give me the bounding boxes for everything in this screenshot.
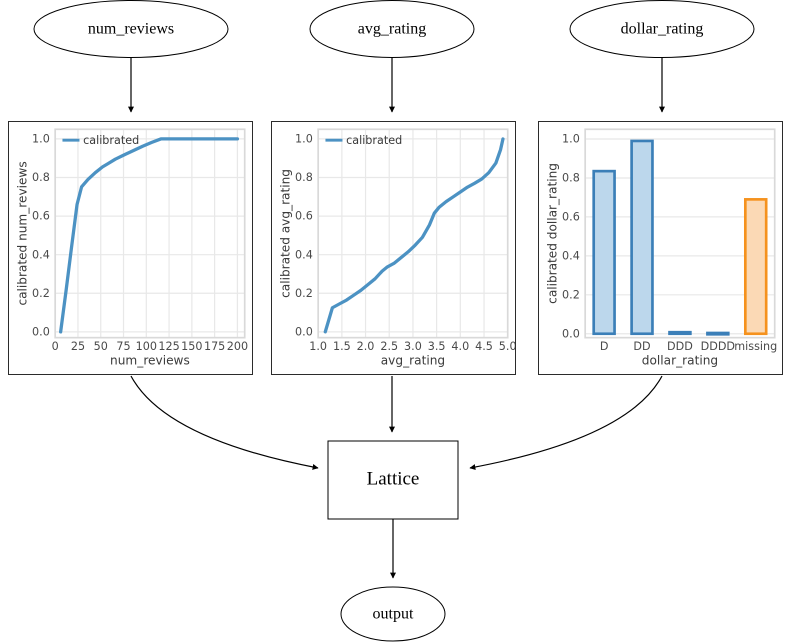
x-tick-label: 50	[94, 340, 108, 353]
y-tick-label: 0.6	[295, 210, 313, 223]
y-tick-label: 0.4	[562, 250, 580, 263]
series-path-calibrated	[58, 137, 240, 334]
avg-rating-axes: 0.0 0.2 0.4 0.6 0.8 1.0 1.0 1.5 2.0 2.5 3.0 3.5 4.0…	[278, 128, 515, 367]
avg-rating-y-ticks: 0.0 0.2 0.4 0.6 0.8 1.0	[295, 133, 313, 339]
lattice-label: Lattice	[367, 468, 420, 489]
bar-DDDD	[706, 331, 730, 336]
dollar-rating-y-ticks: 0.0 0.2 0.4 0.6 0.8 1.0	[562, 133, 580, 341]
bar-D	[592, 169, 616, 336]
y-tick-label: 0.0	[295, 326, 313, 339]
avg-rating-legend: calibrated	[325, 134, 402, 147]
y-tick-label: 0.2	[295, 287, 313, 300]
avg-rating-plot-area	[317, 128, 509, 339]
x-tick-label: 1.5	[333, 340, 351, 353]
avg-rating-series	[323, 137, 505, 334]
bar-DDD	[668, 330, 692, 336]
y-tick-label: 0.6	[562, 211, 580, 224]
avg-rating-ellipse[interactable]	[309, 0, 475, 58]
dollar-rating-y-axis-title: calibrated dollar_rating	[545, 163, 559, 304]
bar-DD	[630, 139, 654, 336]
num-reviews-plot-area	[54, 128, 246, 339]
y-tick-label: 1.0	[295, 133, 313, 146]
legend-label-calibrated: calibrated	[83, 134, 139, 147]
y-tick-label: 0.4	[295, 248, 313, 261]
num-reviews-series	[58, 137, 240, 334]
y-tick-label: 0.2	[32, 287, 50, 300]
node-num-reviews[interactable]: num_reviews	[33, 0, 229, 58]
x-tick-label: 4.5	[475, 340, 493, 353]
num-reviews-ellipse[interactable]	[33, 0, 229, 58]
y-tick-label: 0.8	[295, 171, 313, 184]
avg-rating-x-axis-title: avg_rating	[381, 353, 445, 367]
y-tick-label: 1.0	[562, 133, 580, 146]
x-tick-label: DDD	[667, 340, 693, 353]
x-tick-label: 25	[71, 340, 85, 353]
output-label: output	[373, 606, 414, 623]
num-reviews-x-axis-title: num_reviews	[110, 353, 190, 367]
x-tick-label: 3.5	[428, 340, 446, 353]
lattice-rect[interactable]	[327, 440, 459, 520]
dollar-rating-label: dollar_rating	[621, 21, 704, 38]
y-tick-label: 0.8	[562, 172, 580, 185]
x-tick-label: 175	[204, 340, 225, 353]
x-tick-label: 4.0	[451, 340, 469, 353]
node-dollar-rating[interactable]: dollar_rating	[569, 0, 755, 58]
avg-rating-y-axis-title: calibrated avg_rating	[278, 169, 292, 298]
edge-calibrator-num-reviews-to-lattice	[130, 375, 319, 470]
series-path-calibrated	[323, 137, 505, 334]
x-tick-label: 100	[136, 340, 157, 353]
num-reviews-legend: calibrated	[62, 134, 139, 147]
x-tick-label: DDDD	[701, 340, 735, 353]
dollar-rating-ellipse[interactable]	[569, 0, 755, 58]
y-tick-label: 1.0	[32, 133, 50, 146]
x-tick-label: 2.5	[380, 340, 398, 353]
x-tick-label: 0	[52, 340, 59, 353]
y-tick-label: 0.0	[32, 326, 50, 339]
dollar-rating-x-axis-title: dollar_rating	[642, 353, 718, 367]
y-tick-label: 0.2	[562, 288, 580, 301]
num-reviews-y-ticks: 0.0 0.2 0.4 0.6 0.8 1.0	[32, 133, 50, 339]
x-tick-label: missing	[734, 340, 777, 353]
y-tick-label: 0.4	[32, 248, 50, 261]
y-tick-label: 0.6	[32, 210, 50, 223]
node-output[interactable]: output	[340, 586, 446, 642]
dollar-rating-bars	[592, 139, 768, 336]
output-ellipse[interactable]	[340, 586, 446, 642]
x-tick-label: 3.0	[404, 340, 422, 353]
num-reviews-label: num_reviews	[88, 21, 174, 38]
node-avg-rating[interactable]: avg_rating	[309, 0, 475, 58]
y-tick-label: 0.0	[562, 327, 580, 340]
x-tick-label: D	[600, 340, 609, 353]
x-tick-label: 150	[181, 340, 202, 353]
x-tick-label: 75	[116, 340, 130, 353]
x-tick-label: 1.0	[309, 340, 327, 353]
x-tick-label: 125	[158, 340, 179, 353]
edge-calibrator-dollar-rating-to-lattice	[469, 375, 663, 470]
x-tick-label: 200	[227, 340, 248, 353]
num-reviews-y-axis-title: calibrated num_reviews	[15, 161, 29, 305]
node-lattice[interactable]: Lattice	[327, 440, 459, 520]
legend-label-calibrated: calibrated	[346, 134, 402, 147]
x-tick-label: 2.0	[357, 340, 375, 353]
bar-missing	[743, 198, 768, 336]
x-tick-label: DD	[633, 340, 650, 353]
calibrator-plot-avg-rating[interactable]: 0.0 0.2 0.4 0.6 0.8 1.0 1.0 1.5 2.0 2.5 3.0 3.5 4.0…	[271, 121, 516, 375]
dollar-rating-plot-area	[584, 128, 776, 339]
x-tick-label: 5.0	[499, 340, 515, 353]
avg-rating-label: avg_rating	[358, 21, 426, 38]
y-tick-label: 0.8	[32, 171, 50, 184]
avg-rating-x-ticks: 1.0 1.5 2.0 2.5 3.0 3.5 4.0 4.5 5.0	[309, 340, 515, 353]
